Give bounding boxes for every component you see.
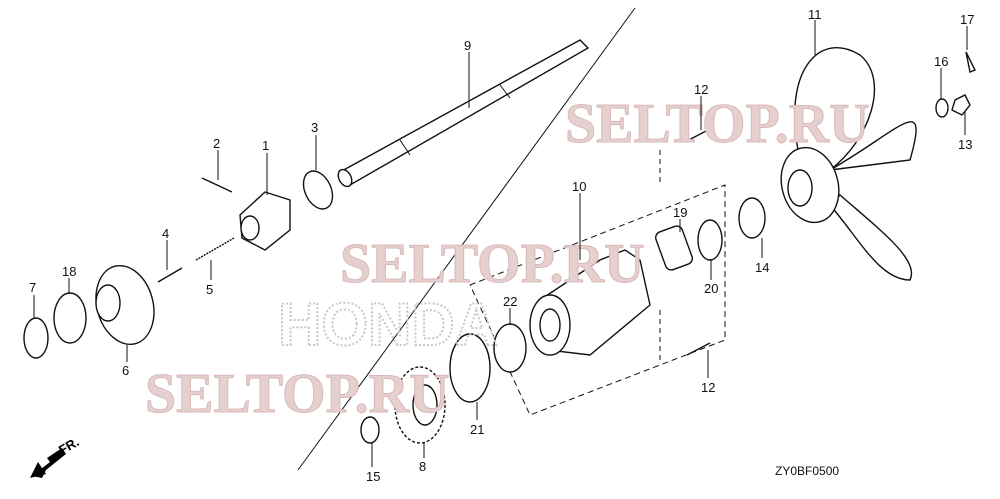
callout-14[interactable]: 14	[755, 260, 769, 275]
callout-3[interactable]: 3	[311, 120, 318, 135]
watermark-seltop-2: SELTOP.RU	[340, 233, 645, 295]
watermark-seltop-3: SELTOP.RU	[145, 363, 450, 425]
callout-7[interactable]: 7	[29, 280, 36, 295]
callout-12-lower[interactable]: 12	[701, 380, 715, 395]
callout-11[interactable]: 11	[808, 7, 822, 22]
part-nut[interactable]	[951, 94, 971, 116]
part-cotter-pin[interactable]	[965, 51, 976, 73]
callout-15[interactable]: 15	[366, 469, 380, 484]
part-spacer[interactable]	[738, 197, 766, 239]
callout-20[interactable]: 20	[704, 281, 718, 296]
callout-2[interactable]: 2	[213, 136, 220, 151]
part-o-ring[interactable]	[449, 333, 491, 403]
part-washer[interactable]	[935, 98, 949, 118]
part-ball-bearing[interactable]	[493, 323, 527, 373]
callout-21[interactable]: 21	[470, 422, 484, 437]
part-thrust-washer-15[interactable]	[360, 416, 380, 444]
callout-6[interactable]: 6	[122, 363, 129, 378]
callouts: 1 2 3 4 5 6 7 8 9 10 11 12 12 13 14 15 1…	[29, 7, 974, 484]
part-oil-seal[interactable]	[697, 219, 723, 261]
callout-8[interactable]: 8	[419, 459, 426, 474]
part-bolt-lower[interactable]	[686, 342, 711, 356]
callout-18[interactable]: 18	[62, 264, 76, 279]
part-spring[interactable]	[195, 237, 235, 261]
callout-16[interactable]: 16	[934, 54, 948, 69]
part-propeller[interactable]	[773, 47, 917, 281]
part-push-rod[interactable]	[157, 267, 183, 283]
callout-19[interactable]: 19	[673, 205, 687, 220]
part-bearing-holder[interactable]	[529, 249, 651, 356]
part-bolt-upper[interactable]	[684, 129, 709, 143]
callout-13[interactable]: 13	[958, 137, 972, 152]
part-clutch[interactable]	[239, 191, 291, 251]
callout-1[interactable]: 1	[262, 138, 269, 153]
part-thrust-washer[interactable]	[23, 317, 49, 359]
part-needle-bearing[interactable]	[654, 224, 694, 271]
part-propeller-shaft[interactable]	[335, 39, 590, 189]
front-direction-indicator: FR.	[30, 434, 82, 478]
watermark-seltop-1: SELTOP.RU	[565, 93, 870, 155]
watermark-honda: HONDA	[278, 291, 498, 358]
part-ring[interactable]	[298, 166, 338, 213]
callout-10[interactable]: 10	[572, 179, 586, 194]
part-reverse-gear[interactable]	[394, 366, 446, 444]
callout-5[interactable]: 5	[206, 282, 213, 297]
callout-4[interactable]: 4	[162, 226, 169, 241]
callout-9[interactable]: 9	[464, 38, 471, 53]
part-pin[interactable]	[201, 177, 233, 193]
part-forward-gear[interactable]	[88, 259, 163, 351]
callout-12-upper[interactable]: 12	[694, 82, 708, 97]
diagram-code: ZY0BF0500	[775, 464, 839, 478]
callout-22[interactable]: 22	[503, 294, 517, 309]
section-divider-line	[297, 7, 636, 471]
callout-17[interactable]: 17	[960, 12, 974, 27]
part-bearing[interactable]	[53, 292, 87, 344]
